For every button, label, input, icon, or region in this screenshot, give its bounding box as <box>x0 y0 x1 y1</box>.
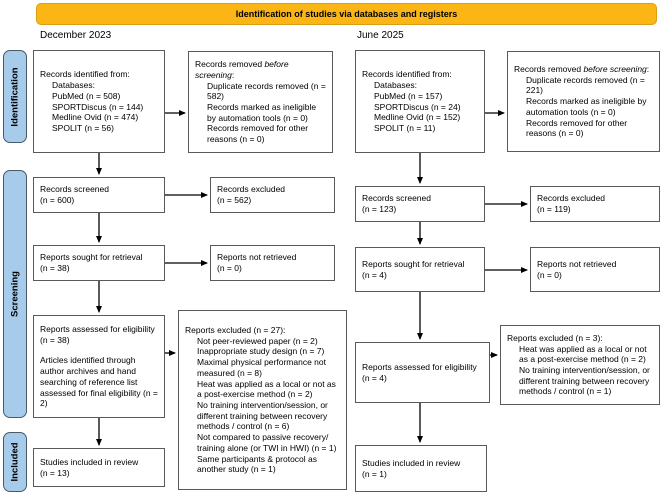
dec-reports-assessed-box: Reports assessed for eligibility (n = 38… <box>33 315 165 418</box>
box-line: (n = 600) <box>40 195 75 205</box>
jun-records-excluded-box: Records excluded (n = 119) <box>530 186 660 222</box>
box-line: SPORTDiscus (n = 144) <box>52 101 144 112</box>
box-line: Reports assessed for eligibility (n = 4) <box>362 361 477 383</box>
jun-records-screened-box: Records screened (n = 123) <box>355 186 485 222</box>
dec-reports-not-retrieved-box: Reports not retrieved (n = 0) <box>210 245 335 281</box>
box-line: (n = 0) <box>217 263 242 273</box>
box-line: SPORTDiscus (n = 24) <box>374 101 461 112</box>
box-title: Records identified from: <box>362 69 452 80</box>
box-line: Reports assessed for eligibility (n = 38… <box>40 324 155 345</box>
box-line: PubMed (n = 508) <box>52 90 121 101</box>
jun-reports-assessed-box: Reports assessed for eligibility (n = 4) <box>355 342 490 403</box>
box-line: Records screened <box>40 184 109 195</box>
box-line: Duplicate records removed (n = 582) <box>207 80 326 102</box>
box-line: Records screened <box>362 193 431 204</box>
box-line: Records removed for other reasons (n = 0… <box>526 117 628 139</box>
box-line: Reports not retrieved <box>217 252 297 263</box>
dec-records-removed-box: Records removed before screening: Duplic… <box>188 51 333 153</box>
box-line: Medline Ovid (n = 152) <box>374 112 461 123</box>
box-line: (n = 123) <box>362 204 397 214</box>
box-line: Duplicate records removed (n = 221) <box>526 74 645 96</box>
box-line: No training intervention/session, or dif… <box>197 400 328 432</box>
dec-records-identified-box: Records identified from: Databases: PubM… <box>33 50 165 153</box>
jun-studies-included-box: Studies included in review (n = 1) <box>355 445 487 492</box>
box-line: (n = 1) <box>362 468 387 479</box>
stage-included-label: Included <box>9 442 21 482</box>
box-line: Records excluded <box>217 184 286 195</box>
box-line: SPOLIT (n = 56) <box>52 122 114 133</box>
box-line: Records excluded <box>537 193 606 204</box>
box-line: (n = 0) <box>537 269 562 280</box>
column-label-december-2023: December 2023 <box>40 30 112 41</box>
stage-included: Included <box>3 432 27 492</box>
box-line: Studies included in review <box>40 456 139 467</box>
box-line: Articles identified through author archi… <box>40 355 158 409</box>
dec-records-excluded-box: Records excluded (n = 562) <box>210 177 335 213</box>
jun-reports-excluded-box: Reports excluded (n = 3): Heat was appli… <box>500 325 660 405</box>
box-title: Reports excluded (n = 27): <box>185 325 286 336</box>
box-line: (n = 4) <box>362 269 387 280</box>
banner-identification-via-databases: Identification of studies via databases … <box>36 3 657 25</box>
box-line: Reports sought for retrieval <box>40 252 143 263</box>
box-line: Heat was applied as a local or not as a … <box>519 343 647 365</box>
box-line: Records marked as ineligible by automati… <box>526 96 647 117</box>
stage-identification: Identification <box>3 50 27 143</box>
box-line: Inappropriate study design (n = 7) <box>197 346 325 357</box>
box-line: (n = 119) <box>537 204 571 214</box>
box-line: Reports not retrieved <box>537 258 617 269</box>
box-title: Records identified from: <box>40 69 130 80</box>
box-line: Not peer-reviewed paper (n = 2) <box>197 335 318 346</box>
jun-records-identified-box: Records identified from: Databases: PubM… <box>355 50 485 153</box>
stage-screening-label: Screening <box>9 271 21 317</box>
box-line: Not compared to passive recovery/ traini… <box>197 432 337 453</box>
stage-identification-label: Identification <box>9 66 21 127</box>
dec-records-screened-box: Records screened (n = 600) <box>33 177 165 213</box>
box-line: SPOLIT (n = 11) <box>374 122 436 133</box>
box-line: Same participants & protocol as another … <box>197 453 318 475</box>
box-line: Records removed for other reasons (n = 0… <box>207 123 309 145</box>
box-line: Medline Ovid (n = 474) <box>52 112 139 123</box>
dec-reports-excluded-box: Reports excluded (n = 27): Not peer-revi… <box>178 310 347 490</box>
jun-reports-sought-box: Reports sought for retrieval (n = 4) <box>355 247 485 292</box>
banner-title: Identification of studies via databases … <box>235 9 458 19</box>
box-title: Reports excluded (n = 3): <box>507 332 603 343</box>
jun-records-removed-box: Records removed before screening: Duplic… <box>507 51 660 152</box>
column-label-june-2025: June 2025 <box>357 30 404 41</box>
box-title: Records removed before screening: <box>514 64 650 75</box>
jun-reports-not-retrieved-box: Reports not retrieved (n = 0) <box>530 247 660 292</box>
box-line: (n = 13) <box>40 467 70 478</box>
box-line: Databases: <box>52 80 95 91</box>
box-line: Databases: <box>374 80 417 91</box>
box-line: Maximal physical performance not measure… <box>197 357 326 378</box>
stage-screening: Screening <box>3 170 27 418</box>
box-title: Records removed before screening: <box>195 59 289 80</box>
dec-studies-included-box: Studies included in review (n = 13) <box>33 448 165 487</box>
box-line: Studies included in review <box>362 457 461 468</box>
box-line: (n = 38) <box>40 263 70 273</box>
box-line: (n = 562) <box>217 195 252 205</box>
box-line: Reports sought for retrieval <box>362 258 465 269</box>
box-line: Heat was applied as a local or not as a … <box>197 378 336 400</box>
dec-reports-sought-box: Reports sought for retrieval (n = 38) <box>33 245 165 281</box>
box-line: Records marked as ineligible by automati… <box>207 102 317 123</box>
box-line: No training intervention/session, or dif… <box>519 365 650 397</box>
box-line: PubMed (n = 157) <box>374 90 443 101</box>
